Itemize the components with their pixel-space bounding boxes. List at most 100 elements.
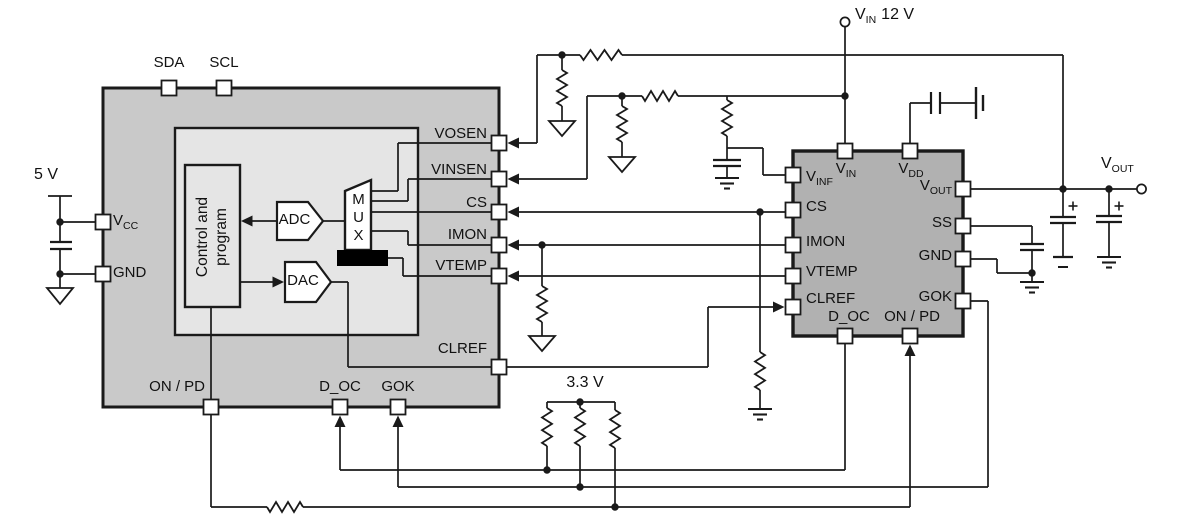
resistor [266, 500, 304, 514]
pin-label-vtemp-left: VTEMP [435, 257, 487, 274]
mux-letter-m: M [352, 191, 365, 208]
resistor [540, 407, 554, 447]
terminal-icon [839, 16, 851, 28]
arrowhead-left-icon [241, 215, 253, 227]
plus-icon [1114, 201, 1124, 211]
right-chip-body [791, 149, 965, 338]
pin-label-cs-right: CS [806, 198, 827, 215]
adc-block-label: ADC [278, 211, 311, 228]
pin-square [954, 217, 972, 235]
pin-square [202, 398, 220, 416]
pin-label-vinf: VINF [806, 168, 833, 188]
junction-dot [543, 466, 551, 474]
pin-label-vout-right: VOUT [919, 177, 952, 197]
pin-square [901, 142, 919, 160]
pin-label-onpd-right: ON / PD [884, 308, 940, 325]
junction-dot [611, 503, 619, 511]
junction-dot [576, 483, 584, 491]
pin-label-doc-left: D_OC [319, 378, 361, 395]
resistor [641, 89, 679, 103]
pin-label-clref-right: CLREF [806, 290, 856, 307]
pin-label-vtemp-right: VTEMP [806, 263, 858, 280]
pin-label-onpd-left: ON / PD [149, 378, 205, 395]
pin-square [490, 170, 508, 188]
pin-label-gnd-left: GND [113, 264, 147, 281]
earth-ground-icon [748, 407, 772, 421]
plus-icon [1068, 201, 1078, 211]
pin-square [490, 134, 508, 152]
supply-5v-label: 5 V [34, 166, 59, 183]
resistor [535, 285, 549, 323]
pin-label-sda: SDA [153, 54, 185, 71]
arrowhead-right-icon [773, 301, 785, 313]
junction-dot [576, 398, 584, 406]
dac-block-label: DAC [287, 272, 319, 289]
resistor [720, 99, 734, 137]
pin-label-vcc: VCC [113, 212, 139, 232]
pin-label-cs-left: CS [466, 194, 487, 211]
earth-ground-icon [1020, 280, 1044, 294]
pin-label-doc-right: D_OC [828, 308, 870, 325]
pin-square [784, 201, 802, 219]
pin-label-vdd-right: VDD [898, 160, 924, 180]
arrowhead-left-icon [507, 270, 519, 282]
pin-label-gok-right: GOK [918, 288, 952, 305]
pin-square [160, 79, 178, 97]
pin-square [836, 327, 854, 345]
junction-dot [56, 218, 64, 226]
resistor [579, 48, 623, 62]
resistor [555, 69, 569, 107]
pin-square [490, 358, 508, 376]
pin-square [215, 79, 233, 97]
pin-label-imon-right: IMON [806, 233, 846, 250]
pin-square [836, 142, 854, 160]
signal-ground-icon [45, 287, 75, 306]
junction-dot [1105, 185, 1113, 193]
pin-label-imon-left: IMON [447, 226, 487, 243]
junction-dot [538, 241, 546, 249]
arrowhead-up-icon [392, 415, 404, 427]
pin-label-vin-right: VIN [835, 160, 857, 180]
arrowhead-right-icon [272, 276, 284, 288]
pin-square [331, 398, 349, 416]
pin-square [901, 327, 919, 345]
pin-square [490, 203, 508, 221]
pin-square [389, 398, 407, 416]
pin-square [784, 166, 802, 184]
pin-label-gnd-right: GND [918, 247, 952, 264]
pin-label-vinsen: VINSEN [431, 161, 487, 178]
arrowhead-left-icon [507, 137, 519, 149]
mux-letter-u: U [353, 209, 364, 226]
junction-dot [56, 270, 64, 278]
pin-square [954, 180, 972, 198]
junction-dot [756, 208, 764, 216]
junction-dot [841, 92, 849, 100]
resistor [573, 407, 587, 447]
resistor [608, 409, 622, 449]
earth-ground-icon [715, 176, 739, 190]
junction-dot [558, 51, 566, 59]
junction-dot [618, 92, 626, 100]
arrowhead-left-icon [507, 206, 519, 218]
earth-ground-icon [974, 87, 985, 119]
earth-ground-icon [1097, 255, 1121, 269]
arrowhead-left-icon [507, 173, 519, 185]
pin-label-vosen: VOSEN [434, 125, 487, 142]
mux-output-bar [337, 250, 388, 266]
pin-square [490, 236, 508, 254]
signal-ground-icon [607, 156, 637, 174]
pin-square [954, 292, 972, 310]
arrowhead-up-icon [904, 344, 916, 356]
adc-block [275, 200, 325, 242]
pin-square [490, 267, 508, 285]
arrowhead-up-icon [334, 415, 346, 427]
vout-terminal-label: VOUT [1101, 155, 1134, 176]
pin-square [784, 236, 802, 254]
signal-ground-icon [527, 335, 557, 353]
pin-label-scl: SCL [209, 54, 239, 71]
dac-block [283, 260, 333, 304]
pin-square [954, 250, 972, 268]
